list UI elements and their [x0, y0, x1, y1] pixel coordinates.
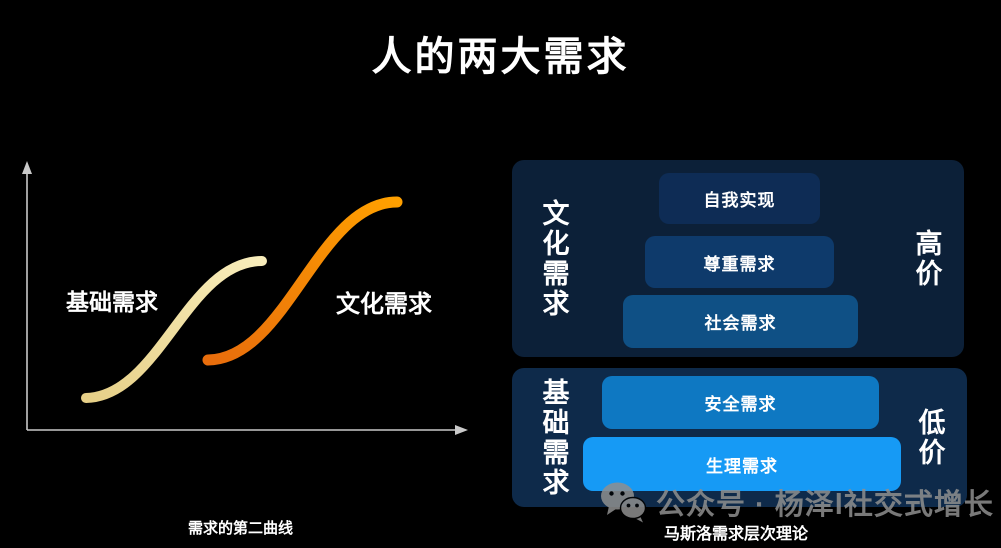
level-label: 尊重需求: [703, 254, 776, 274]
level-social: 社会需求: [623, 295, 858, 348]
level-safety: 安全需求: [602, 376, 879, 429]
level-label: 自我实现: [703, 191, 776, 210]
basic-needs-curve: [81, 256, 267, 403]
low-price-side-label: 低价: [914, 407, 945, 468]
hierarchy-caption: 马斯洛需求层次理论: [664, 526, 809, 543]
page-title: 人的两大需求: [371, 35, 630, 79]
basic-needs-side-label: 基础需求: [538, 377, 569, 498]
s-curve-chart: [22, 161, 468, 435]
culture-needs-curve-label: 文化需求: [336, 291, 432, 318]
level-self-actualization: 自我实现: [659, 173, 820, 224]
culture-needs-curve: [202, 196, 403, 366]
curve-chart-caption: 需求的第二曲线: [188, 520, 294, 537]
level-label: 安全需求: [704, 395, 777, 414]
level-esteem: 尊重需求: [645, 236, 834, 288]
x-axis-arrow-icon: [455, 425, 468, 435]
basic-needs-curve-label: 基础需求: [66, 289, 158, 315]
level-physiological: 生理需求: [583, 437, 901, 491]
culture-needs-panel: 文化需求 高价 自我实现 尊重需求 社会需求: [512, 160, 964, 357]
wechat-icon: [601, 482, 647, 523]
level-label: 社会需求: [704, 314, 777, 333]
culture-needs-side-label: 文化需求: [538, 198, 569, 319]
basic-needs-panel: 基础需求 低价 安全需求 生理需求: [512, 368, 967, 507]
y-axis-arrow-icon: [22, 161, 32, 174]
watermark-text: 公众号 · 杨泽l社交式增长: [656, 489, 994, 521]
level-label: 生理需求: [706, 456, 778, 476]
high-price-side-label: 高价: [911, 228, 942, 289]
watermark: 公众号 · 杨泽l社交式增长: [600, 481, 994, 523]
